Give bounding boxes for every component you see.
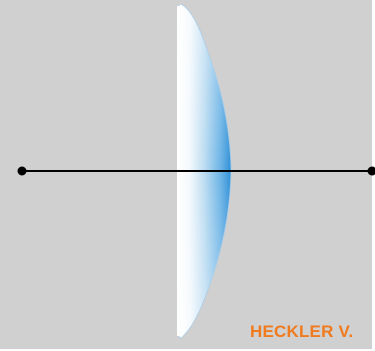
- watermark-text: HECKLER V.: [250, 322, 354, 341]
- left-focal-point: [17, 166, 27, 176]
- optical-axis: [17, 166, 375, 176]
- right-focal-point: [367, 166, 375, 176]
